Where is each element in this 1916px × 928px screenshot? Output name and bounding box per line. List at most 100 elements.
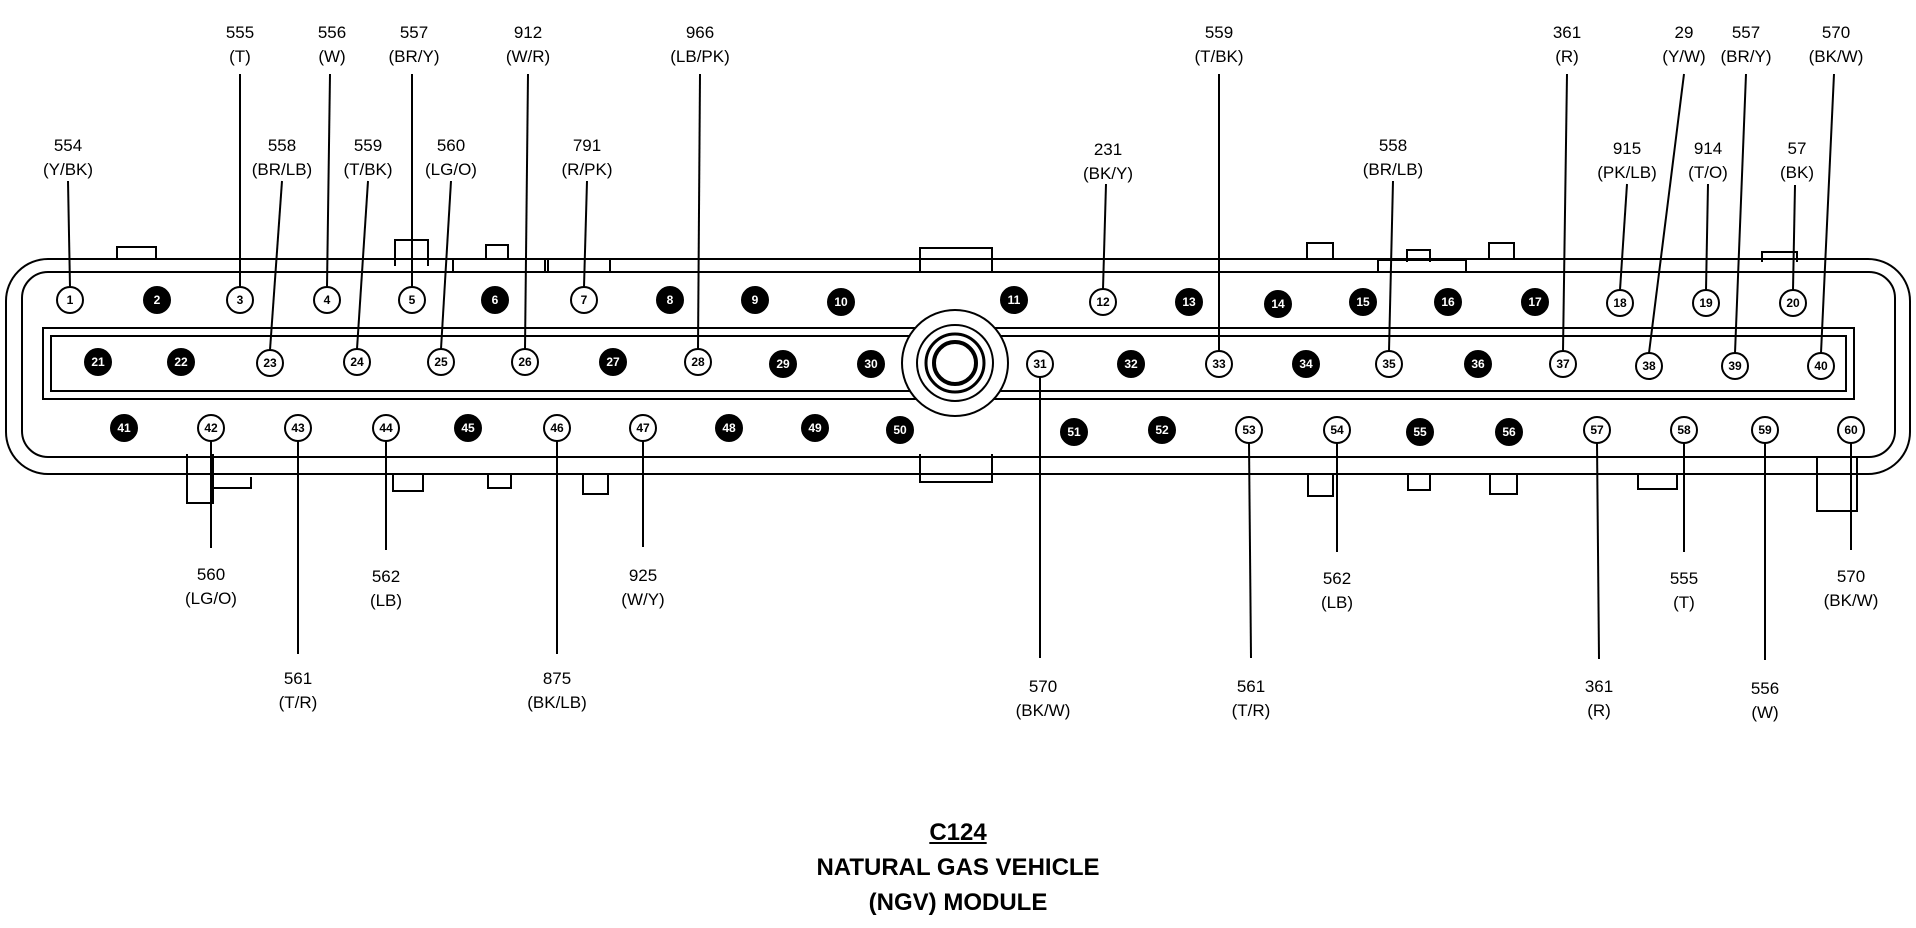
pin-cavity-47: 47	[629, 414, 657, 442]
wire-circuit-label: 915	[1613, 139, 1641, 158]
pin-cavity-25: 25	[427, 348, 455, 376]
wire-circuit-label: 29	[1675, 23, 1694, 42]
pin-number: 17	[1528, 295, 1542, 309]
pin-plugged	[84, 348, 112, 376]
pin-cavity-5: 5	[398, 286, 426, 314]
pin-cavity-27: 27	[599, 348, 627, 376]
pin-number: 44	[379, 421, 393, 435]
pin-cavity-6: 6	[481, 286, 509, 314]
housing-outer	[5, 258, 1911, 475]
pin-number: 12	[1096, 295, 1110, 309]
wire-color-label: (T/BK)	[1194, 47, 1243, 66]
pin-plugged	[715, 414, 743, 442]
pin-cavity-55: 55	[1406, 418, 1434, 446]
pin-open	[398, 286, 426, 314]
wire-circuit-label: 561	[284, 669, 312, 688]
pin-number: 33	[1212, 357, 1226, 371]
wire-color-label: (BK)	[1780, 163, 1814, 182]
wire-color-label: (BR/LB)	[252, 160, 312, 179]
pin-number: 27	[606, 355, 620, 369]
wire-lead-pin-19	[1705, 183, 1709, 291]
pin-plugged	[454, 414, 482, 442]
pin-cavity-2: 2	[143, 286, 171, 314]
pin-cavity-16: 16	[1434, 288, 1462, 316]
pin-number: 46	[550, 421, 564, 435]
jack-screw-head	[924, 332, 986, 394]
wire-color-label: (W)	[318, 47, 345, 66]
wire-circuit-label: 560	[437, 136, 465, 155]
pin-number: 48	[722, 421, 736, 435]
pin-cavity-3: 3	[226, 286, 254, 314]
wire-color-label: (T)	[1673, 593, 1695, 612]
wire-leads	[67, 73, 1852, 660]
pin-number: 42	[204, 421, 218, 435]
wire-circuit-label: 554	[54, 136, 82, 155]
wire-circuit-label: 570	[1029, 677, 1057, 696]
pin-open	[1606, 289, 1634, 317]
wire-color-label: (R)	[1555, 47, 1579, 66]
wire-color-label: (LG/O)	[185, 589, 237, 608]
wire-color-label: (T/BK)	[343, 160, 392, 179]
wire-circuit-label: 557	[400, 23, 428, 42]
pin-open	[284, 414, 312, 442]
bottom-tab	[487, 474, 512, 489]
pin-number: 45	[461, 421, 475, 435]
wire-color-label: (Y/BK)	[43, 160, 93, 179]
bottom-key	[1307, 474, 1334, 497]
pin-open	[1635, 352, 1663, 380]
pin-plugged	[1521, 288, 1549, 316]
wire-color-label: (W/Y)	[621, 590, 664, 609]
pin-number: 7	[581, 293, 588, 307]
pin-cavity-29: 29	[769, 350, 797, 378]
pin-plugged	[481, 286, 509, 314]
wire-circuit-label: 570	[1837, 567, 1865, 586]
wire-lead-pin-40	[1820, 73, 1835, 354]
pin-cavity-35: 35	[1375, 350, 1403, 378]
pin-number: 35	[1382, 357, 1396, 371]
bottom-latch	[1816, 457, 1858, 512]
wire-lead-pin-23	[269, 180, 283, 351]
pin-plugged	[857, 350, 885, 378]
bottom-latch	[186, 454, 214, 504]
pin-number: 23	[263, 356, 277, 370]
wire-color-label: (T)	[229, 47, 251, 66]
wire-color-label: (R/PK)	[562, 160, 613, 179]
wire-color-label: (LB)	[1321, 593, 1353, 612]
pin-cavity-18: 18	[1606, 289, 1634, 317]
connector-title-line2: (NGV) MODULE	[868, 889, 1048, 916]
pin-open	[197, 414, 225, 442]
jack-screw-ring	[916, 324, 994, 402]
pin-open	[543, 414, 571, 442]
pin-number: 30	[864, 357, 878, 371]
pin-number: 24	[350, 355, 364, 369]
pin-cavity-54: 54	[1323, 416, 1351, 444]
pin-number: 59	[1758, 423, 1772, 437]
pin-number: 20	[1786, 296, 1800, 310]
pin-number: 58	[1677, 423, 1691, 437]
wire-circuit-label: 791	[573, 136, 601, 155]
wire-circuit-label: 361	[1553, 23, 1581, 42]
wire-circuit-label: 555	[226, 23, 254, 42]
pin-cavity-44: 44	[372, 414, 400, 442]
pin-number: 34	[1299, 357, 1313, 371]
pin-number: 31	[1033, 357, 1047, 371]
pin-cavity-59: 59	[1751, 416, 1779, 444]
pin-number: 53	[1242, 423, 1256, 437]
pin-number: 29	[776, 357, 790, 371]
wire-color-label: (LB/PK)	[670, 47, 730, 66]
wire-color-label: (R)	[1587, 701, 1611, 720]
pin-cavity-12: 12	[1089, 288, 1117, 316]
pin-open	[1323, 416, 1351, 444]
bottom-tab	[1637, 474, 1678, 490]
wire-circuit-label: 231	[1094, 140, 1122, 159]
pin-cavity-50: 50	[886, 416, 914, 444]
pin-open	[1837, 416, 1865, 444]
pin-number: 5	[409, 293, 416, 307]
pin-cavity-33: 33	[1205, 350, 1233, 378]
pin-cavity-49: 49	[801, 414, 829, 442]
wire-circuit-label: 570	[1822, 23, 1850, 42]
pin-number: 26	[518, 355, 532, 369]
housing-inner	[21, 271, 1896, 458]
pin-cavity-22: 22	[167, 348, 195, 376]
top-tab	[1761, 251, 1798, 262]
